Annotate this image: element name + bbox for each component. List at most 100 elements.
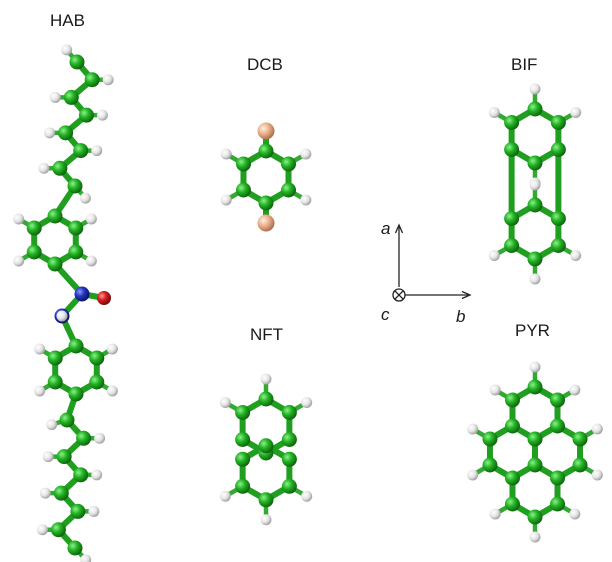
carbon-atom bbox=[68, 338, 84, 354]
carbon-atom bbox=[281, 451, 297, 467]
carbon-atom bbox=[47, 208, 63, 224]
carbon-atom bbox=[78, 107, 94, 123]
chlorine-atom bbox=[257, 214, 275, 232]
carbon-atom bbox=[50, 522, 66, 538]
carbon-atom bbox=[482, 457, 498, 473]
carbon-atom bbox=[69, 54, 85, 70]
carbon-atom bbox=[527, 101, 543, 117]
hydrogen-atom bbox=[220, 194, 232, 206]
carbon-atom bbox=[58, 125, 74, 141]
carbon-atom bbox=[235, 451, 251, 467]
carbon-atom bbox=[26, 220, 42, 236]
carbon-atom bbox=[235, 478, 251, 494]
carbon-atom bbox=[281, 432, 297, 447]
carbon-atom bbox=[504, 418, 520, 434]
carbon-atom bbox=[63, 89, 79, 105]
carbon-atom bbox=[482, 431, 498, 447]
carbon-atom bbox=[281, 405, 297, 420]
hydrogen-atom bbox=[91, 469, 103, 481]
label-hab: HAB bbox=[50, 11, 85, 30]
a-axis-arrowhead bbox=[394, 223, 404, 234]
hydrogen-atom bbox=[529, 83, 541, 95]
carbon-atom bbox=[84, 72, 100, 88]
c-axis-into-page-icon bbox=[392, 288, 406, 302]
carbon-atom bbox=[47, 256, 63, 272]
hydrogen-atom bbox=[42, 451, 54, 463]
carbon-atom bbox=[550, 392, 566, 408]
carbon-atom bbox=[527, 197, 543, 213]
carbon-atom bbox=[527, 457, 543, 473]
carbon-atom bbox=[527, 155, 543, 171]
carbon-atom bbox=[572, 431, 588, 447]
hydrogen-atom bbox=[219, 490, 231, 502]
carbon-atom bbox=[67, 540, 83, 556]
carbon-atom bbox=[56, 449, 72, 465]
carbon-atom bbox=[527, 251, 543, 267]
carbon-atom bbox=[527, 379, 543, 395]
pyr-molecule bbox=[467, 361, 603, 543]
carbon-atom bbox=[68, 220, 84, 236]
hydrogen-atom bbox=[38, 162, 50, 174]
carbon-atom bbox=[527, 431, 543, 447]
carbon-atom bbox=[53, 485, 69, 501]
hydrogen-atom bbox=[569, 384, 581, 396]
hydrogen-atom bbox=[219, 397, 231, 408]
carbon-atom bbox=[504, 115, 520, 130]
axis-label-a: a bbox=[381, 219, 390, 238]
carbon-atom bbox=[504, 211, 520, 226]
carbon-atom bbox=[47, 374, 63, 390]
carbon-atom bbox=[258, 438, 274, 454]
carbon-atom bbox=[258, 143, 274, 159]
carbon-atom bbox=[258, 195, 274, 211]
hydrogen-atom bbox=[591, 423, 603, 435]
hydrogen-atom bbox=[80, 554, 92, 562]
axis-label-b: b bbox=[456, 307, 465, 326]
carbon-atom bbox=[550, 211, 566, 226]
carbon-atom bbox=[235, 182, 251, 198]
carbon-atom bbox=[235, 405, 251, 420]
hydrogen-atom bbox=[106, 385, 118, 397]
hydrogen-atom bbox=[88, 505, 100, 517]
hydrogen-atom bbox=[529, 361, 541, 373]
hydrogen-atom bbox=[570, 107, 582, 118]
hydrogen-atom bbox=[489, 508, 501, 520]
hydrogen-atom bbox=[79, 192, 91, 204]
hab-molecule bbox=[13, 44, 118, 562]
hydrogen-atom bbox=[85, 255, 97, 267]
carbon-atom bbox=[68, 386, 84, 402]
carbon-atom bbox=[235, 156, 251, 172]
carbon-atom bbox=[572, 457, 588, 473]
hydrogen-atom bbox=[61, 44, 73, 56]
carbon-atom bbox=[550, 142, 566, 157]
crystal-axes: a b c bbox=[381, 219, 472, 326]
axis-label-c: c bbox=[381, 305, 390, 324]
hydrogen-atom bbox=[220, 148, 232, 160]
carbon-atom bbox=[550, 496, 566, 512]
hydrogen-atom bbox=[300, 194, 312, 206]
oxygen-atom bbox=[97, 291, 111, 305]
carbon-atom bbox=[76, 430, 92, 446]
carbon-atom bbox=[73, 143, 89, 159]
carbon-atom bbox=[47, 350, 63, 366]
nft-molecule bbox=[219, 373, 313, 526]
hydrogen-atom bbox=[467, 469, 479, 481]
hydrogen-atom bbox=[96, 109, 108, 121]
hydrogen-atom bbox=[44, 127, 56, 139]
hydrogen-atom bbox=[46, 419, 58, 431]
hydrogen-atom bbox=[570, 250, 582, 261]
hydrogen-atom bbox=[56, 310, 68, 322]
hydrogen-atom bbox=[591, 469, 603, 481]
hydrogen-atom bbox=[13, 255, 25, 267]
hydrogen-atom bbox=[34, 343, 46, 355]
label-dcb: DCB bbox=[247, 55, 283, 74]
hydrogen-atom bbox=[529, 179, 541, 191]
hydrogen-atom bbox=[488, 107, 500, 118]
hydrogen-atom bbox=[91, 145, 103, 157]
hydrogen-atom bbox=[569, 508, 581, 520]
carbon-atom bbox=[89, 374, 105, 390]
b-axis-arrowhead bbox=[461, 290, 472, 300]
hydrogen-atom bbox=[13, 213, 25, 225]
bif-molecule bbox=[488, 83, 582, 285]
hydrogen-atom bbox=[39, 487, 51, 499]
carbon-atom bbox=[550, 115, 566, 130]
